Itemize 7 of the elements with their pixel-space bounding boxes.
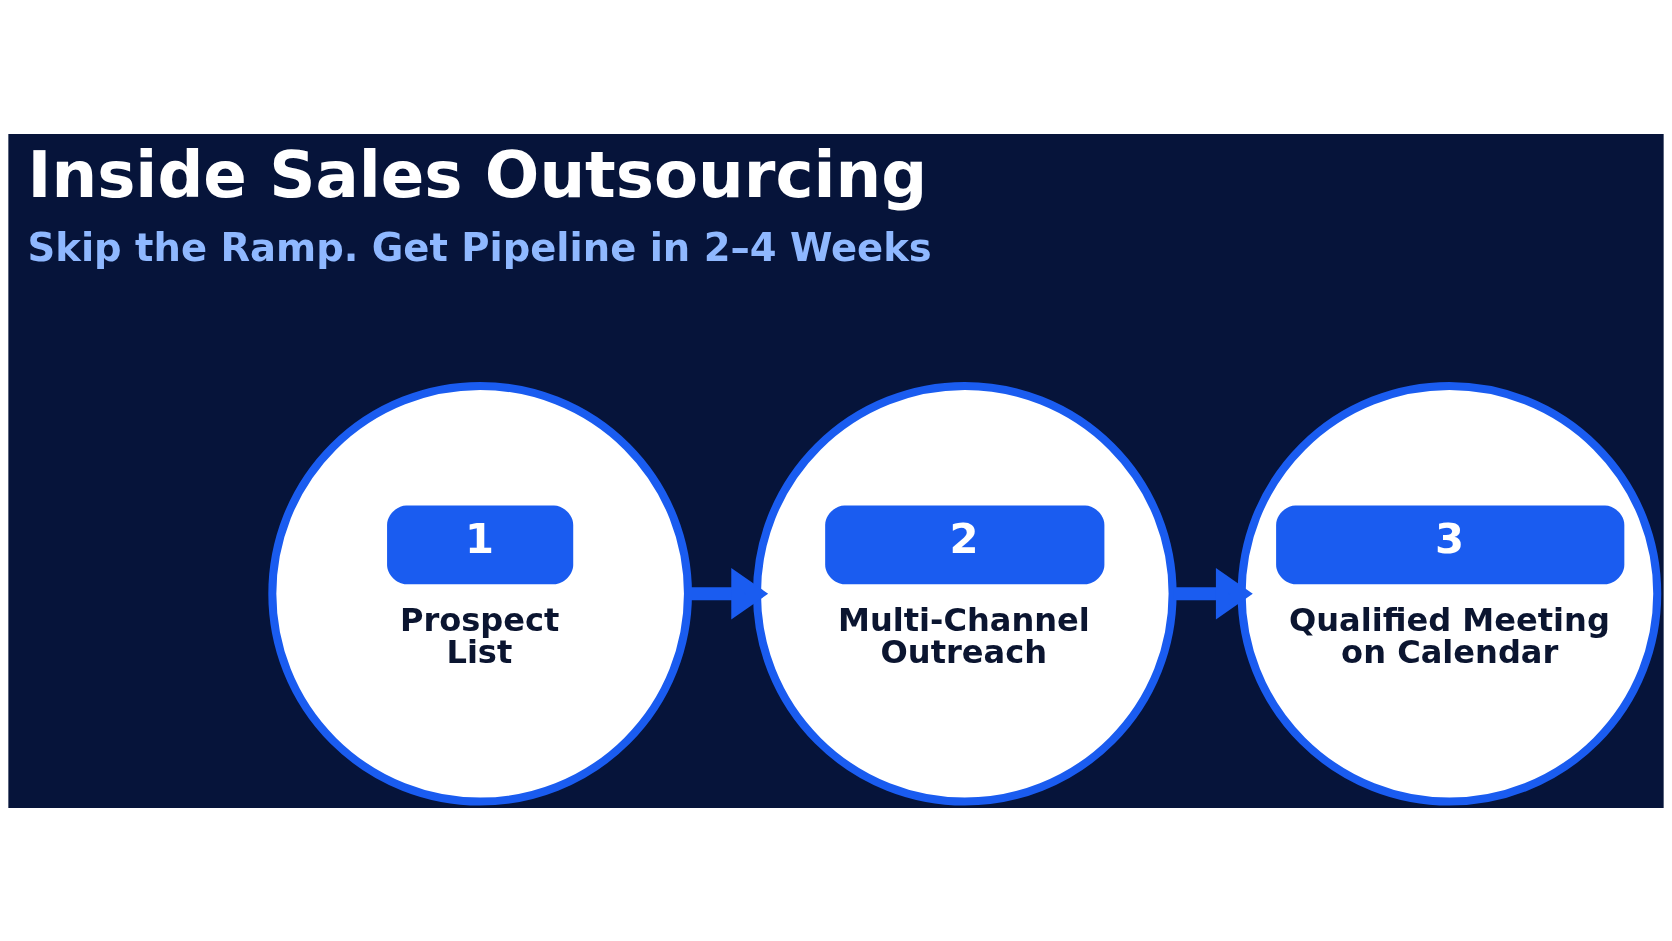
diagram-title: Inside Sales Outsourcing <box>27 136 928 212</box>
arrow <box>688 567 769 620</box>
arrow <box>1173 567 1253 620</box>
node-circle: 2 Multi-Channel Outreach <box>752 381 1177 806</box>
node-circle: 3 Qualified Meeting on Calendar <box>1237 381 1662 806</box>
label: Skip the Ramp. Get Pipeline in 2–4 Weeks <box>27 224 932 270</box>
node-circle: 1 Prospect List <box>268 381 692 806</box>
